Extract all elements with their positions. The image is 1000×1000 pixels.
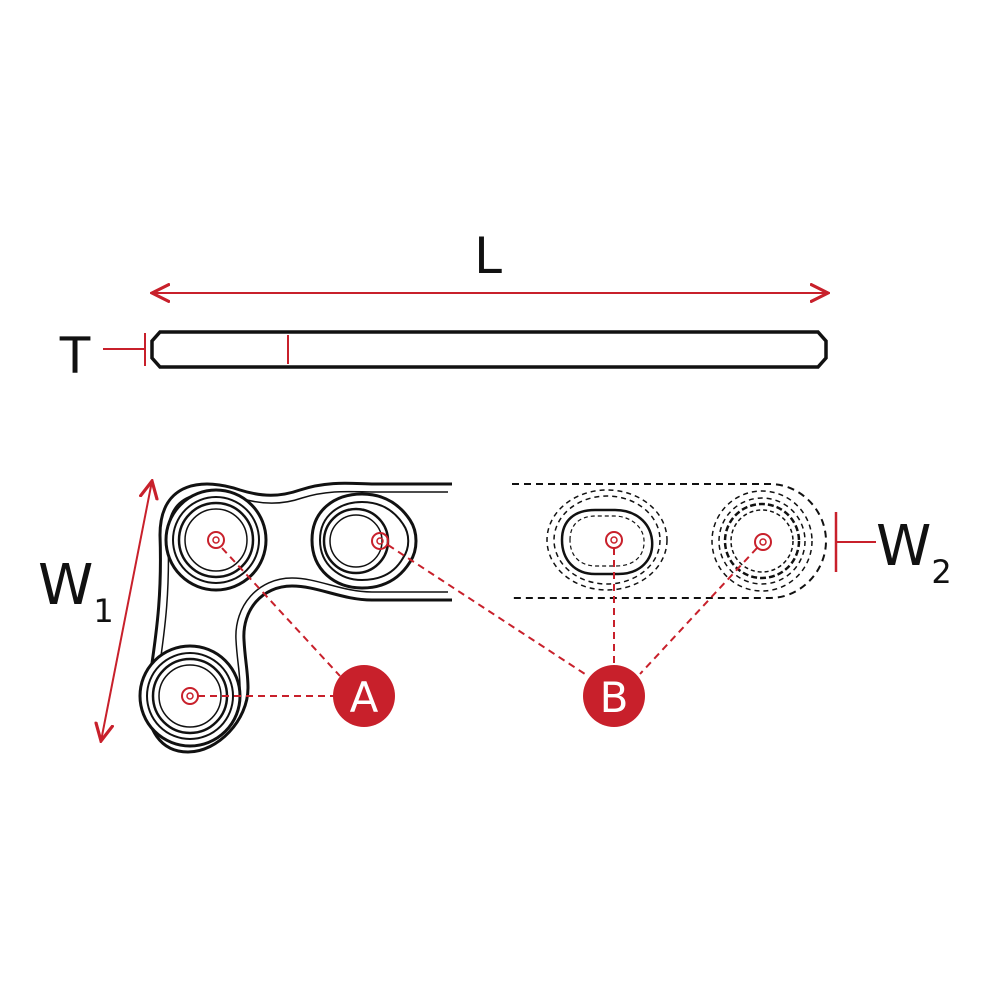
center-marker xyxy=(754,533,772,551)
width1-dimension: W1 xyxy=(38,481,152,741)
thickness-dimension: T xyxy=(59,327,146,385)
plate-top-view-extension xyxy=(512,483,828,599)
screw-hole-a-top xyxy=(164,488,268,592)
width1-subscript: 1 xyxy=(93,592,113,630)
center-marker xyxy=(610,536,618,544)
screw-hole-b-left xyxy=(310,492,418,590)
callout-b-badge xyxy=(583,665,645,727)
plate-side-view xyxy=(150,330,828,369)
callout-a-label: A xyxy=(350,673,379,722)
callout-b: B xyxy=(583,665,645,727)
length-dimension: L xyxy=(152,227,828,293)
center-marker xyxy=(371,532,389,550)
callout-a: A xyxy=(333,665,395,727)
callout-leader-lines xyxy=(198,544,758,697)
width1-label: W1 xyxy=(38,553,114,630)
width2-subscript: 2 xyxy=(931,553,951,591)
thickness-label: T xyxy=(59,327,91,385)
length-label: L xyxy=(474,227,502,285)
callout-a-badge xyxy=(333,665,395,727)
center-marker xyxy=(186,692,194,700)
leader-b-3 xyxy=(639,547,758,675)
screw-hole-b-middle xyxy=(546,489,668,591)
hole-center-markers xyxy=(181,531,772,705)
callout-b-label: B xyxy=(600,673,629,722)
width2-dimension: W2 xyxy=(834,512,952,591)
leader-a-1 xyxy=(221,547,341,677)
width2-label: W2 xyxy=(876,514,952,591)
center-marker xyxy=(605,531,623,549)
center-marker xyxy=(759,538,767,546)
center-marker xyxy=(212,536,220,544)
center-marker xyxy=(376,537,384,545)
leader-b-1 xyxy=(387,544,589,677)
screw-hole-b-right xyxy=(711,490,813,592)
center-marker xyxy=(207,531,225,549)
